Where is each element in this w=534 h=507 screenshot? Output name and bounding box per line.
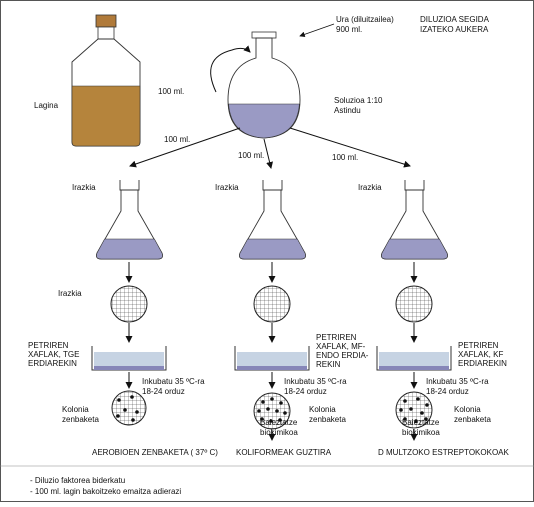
filter-membrane-icon-3	[395, 285, 433, 323]
solution-label-line2: Astindu	[334, 106, 361, 115]
plate-label-2-line1: PETRIREN	[316, 333, 357, 342]
petri-dish-icon-3	[376, 346, 452, 371]
sample-label: Lagina	[34, 101, 59, 110]
round-flask-icon	[227, 31, 301, 139]
colony-label-2-line1: Kolonia	[309, 405, 336, 414]
colony-label-1-line2: zenbaketa	[62, 415, 99, 424]
filter-label-1b: Irazkia	[58, 289, 82, 298]
plate-label-1-line3: ERDIAREKIN	[28, 359, 77, 368]
petri-dish-icon-1	[91, 346, 167, 371]
diagram-title-line2: IZATEKO AUKERA	[420, 25, 489, 34]
note-line2: - 100 ml. lagin bakoitzeko emaitza adier…	[30, 487, 181, 496]
plate-label-1-line2: XAFLAK, TGE	[28, 350, 79, 359]
incubate-label-1-line2: 18-24 orduz	[142, 387, 185, 396]
filter-label-1: Irazkia	[72, 183, 96, 192]
confirm-label-3-line1: Baieztatze	[402, 418, 440, 427]
plate-label-3-line2: XAFLAK, KF	[458, 350, 503, 359]
plate-label-1-line1: PETRIREN	[28, 341, 69, 350]
filter-membrane-icon-2	[253, 285, 291, 323]
colony-plate-icon-3	[395, 391, 433, 429]
filter-flask-icon-3	[381, 180, 448, 260]
colony-label-3-line1: Kolonia	[454, 405, 481, 414]
note-line1: - Diluzio faktorea biderkatu	[30, 476, 125, 485]
petri-dish-icon-2	[234, 346, 310, 371]
colony-label-3-line2: zenbaketa	[454, 415, 491, 424]
confirm-label-3-line2: biokimikoa	[402, 428, 440, 437]
filter-flask-icon-1	[96, 180, 163, 260]
confirm-label-2-line1: Baieztatze	[260, 418, 298, 427]
incubate-label-2-line1: Inkubatu 35 ºC-ra	[284, 377, 347, 386]
colony-label-2-line2: zenbaketa	[309, 415, 346, 424]
diagram-title-line1: DILUZIOA SEGIDA	[420, 15, 490, 24]
plate-label-2-line3: ENDO ERDIA-	[316, 351, 369, 360]
colony-plate-icon-2	[253, 392, 291, 430]
sample-bottle-icon	[71, 14, 141, 147]
incubate-label-2-line2: 18-24 orduz	[284, 387, 327, 396]
colony-plate-icon-1	[111, 390, 147, 426]
filter-label-2: Irazkia	[215, 183, 239, 192]
solution-label-line1: Soluzioa 1:10	[334, 96, 383, 105]
filter-membrane-icon-1	[110, 285, 148, 323]
column-title-1: AEROBIOEN ZENBAKETA ( 37º C)	[92, 448, 218, 457]
water-label-line2: 900 ml.	[336, 25, 362, 34]
confirm-label-2-line2: biokimikoa	[260, 428, 298, 437]
filter-label-3: Irazkia	[358, 183, 382, 192]
colony-label-1-line1: Kolonia	[62, 405, 89, 414]
incubate-label-3-line1: Inkubatu 35 ºC-ra	[426, 377, 489, 386]
plate-label-2-line4: REKIN	[316, 360, 341, 369]
incubate-label-1-line1: Inkubatu 35 ºC-ra	[142, 377, 205, 386]
plate-label-2-line2: XAFLAK, MF-	[316, 342, 366, 351]
plate-label-3-line1: PETRIREN	[458, 341, 499, 350]
plate-label-3-line3: ERDIAREKIN	[458, 359, 507, 368]
transfer-label-top: 100 ml.	[158, 87, 184, 96]
incubate-label-3-line2: 18-24 orduz	[426, 387, 469, 396]
filter-flask-icon-2	[239, 180, 306, 260]
column-title-3: D MULTZOKO ESTREPTOKOKOAK	[378, 448, 510, 457]
water-label-line1: Ura (diluitzailea)	[336, 15, 394, 24]
transfer-label-center: 100 ml.	[238, 151, 264, 160]
transfer-label-left: 100 ml.	[164, 135, 190, 144]
transfer-label-right: 100 ml.	[332, 153, 358, 162]
column-title-2: KOLIFORMEAK GUZTIRA	[236, 448, 332, 457]
